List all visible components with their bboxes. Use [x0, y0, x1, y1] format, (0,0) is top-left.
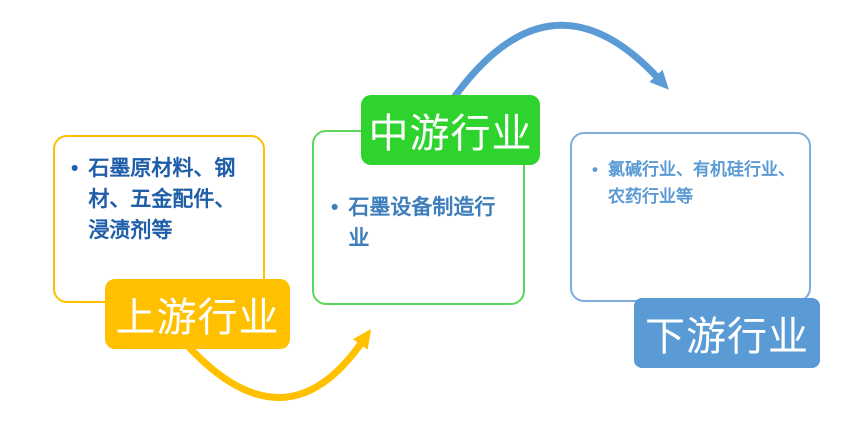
- downstream-items-text: 氯碱行业、有机硅行业、农药行业等: [607, 160, 795, 206]
- downstream-box: • 氯碱行业、有机硅行业、农药行业等: [570, 132, 811, 302]
- bullet-icon: •: [592, 160, 598, 179]
- upstream-items-text: 石墨原材料、钢材、五金配件、浸渍剂等: [88, 157, 236, 242]
- midstream-to-downstream-arrow: [444, 21, 669, 110]
- upstream-to-midstream-arrow: [182, 328, 372, 401]
- upstream-label: 上游行业: [105, 279, 290, 349]
- midstream-items-text: 石墨设备制造行业: [348, 196, 496, 250]
- downstream-label: 下游行业: [634, 298, 820, 368]
- bullet-icon: •: [331, 196, 339, 219]
- upstream-box: • 石墨原材料、钢材、五金配件、浸渍剂等: [53, 135, 265, 303]
- bullet-icon: •: [71, 157, 79, 180]
- upstream-bullet-line: • 石墨原材料、钢材、五金配件、浸渍剂等: [71, 153, 249, 246]
- midstream-bullet-line: • 石墨设备制造行业: [331, 192, 509, 254]
- midstream-label: 中游行业: [361, 95, 540, 165]
- downstream-bullet-line: • 氯碱行业、有机硅行业、农药行业等: [592, 156, 799, 210]
